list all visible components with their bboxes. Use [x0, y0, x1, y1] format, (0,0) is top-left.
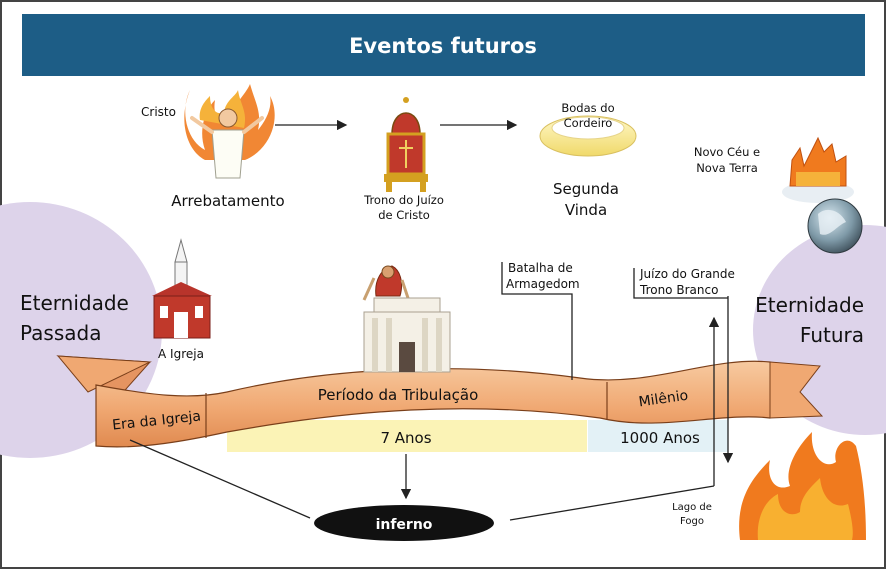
label-juizo-1: Juízo do Grande	[639, 267, 735, 281]
label-batalha-1: Batalha de	[508, 261, 573, 275]
throne-illustration	[384, 97, 428, 192]
label-juizo-2: Trono Branco	[639, 283, 718, 297]
temple-illustration	[362, 265, 451, 373]
label-mil-anos: 1000 Anos	[620, 429, 700, 447]
label-arrebatamento: Arrebatamento	[171, 192, 284, 210]
label-novo-ceu-1: Novo Céu e	[694, 145, 760, 159]
label-trono-2: de Cristo	[378, 208, 430, 222]
label-bodas-1: Bodas do	[561, 101, 614, 115]
label-novo-ceu-2: Nova Terra	[696, 161, 758, 175]
label-eternidade-passada-2: Passada	[20, 321, 101, 345]
wedding-ring-illustration	[539, 115, 637, 157]
lake-of-fire-illustration	[739, 432, 866, 540]
label-lago-2: Fogo	[680, 516, 704, 527]
label-cristo: Cristo	[141, 105, 176, 119]
page-title: Eventos futuros	[349, 34, 537, 58]
line-church-age-to-hell	[129, 439, 311, 519]
label-tribulacao: Período da Tribulação	[318, 386, 479, 404]
label-sete-anos: 7 Anos	[380, 429, 431, 447]
christ-rapture-illustration	[184, 84, 275, 179]
label-segunda-2: Vinda	[565, 201, 607, 219]
label-eternidade-futura-1: Eternidade	[755, 293, 864, 317]
label-bodas-2: Cordeiro	[564, 116, 613, 130]
label-inferno: inferno	[376, 517, 433, 533]
line-hell-to-lake	[509, 485, 715, 521]
hell-ellipse	[314, 505, 494, 541]
label-eternidade-passada-1: Eternidade	[20, 291, 129, 315]
timeline-ribbon	[56, 355, 824, 448]
judgment-bracket	[633, 268, 728, 299]
label-milenio: Milênio	[638, 388, 690, 411]
church-illustration	[152, 238, 212, 339]
label-batalha-2: Armagedom	[506, 277, 580, 291]
label-trono-1: Trono do Juízo	[363, 193, 444, 207]
armageddon-bracket	[501, 262, 573, 380]
label-segunda-1: Segunda	[553, 180, 619, 198]
label-eternidade-futura-2: Futura	[800, 323, 864, 347]
header-bar	[22, 14, 865, 76]
label-lago-1: Lago de	[672, 502, 712, 513]
thousand-years-band	[588, 420, 728, 452]
label-a-igreja: A Igreja	[158, 347, 204, 361]
new-heaven-illustration	[782, 136, 863, 254]
seven-years-band	[227, 420, 587, 452]
